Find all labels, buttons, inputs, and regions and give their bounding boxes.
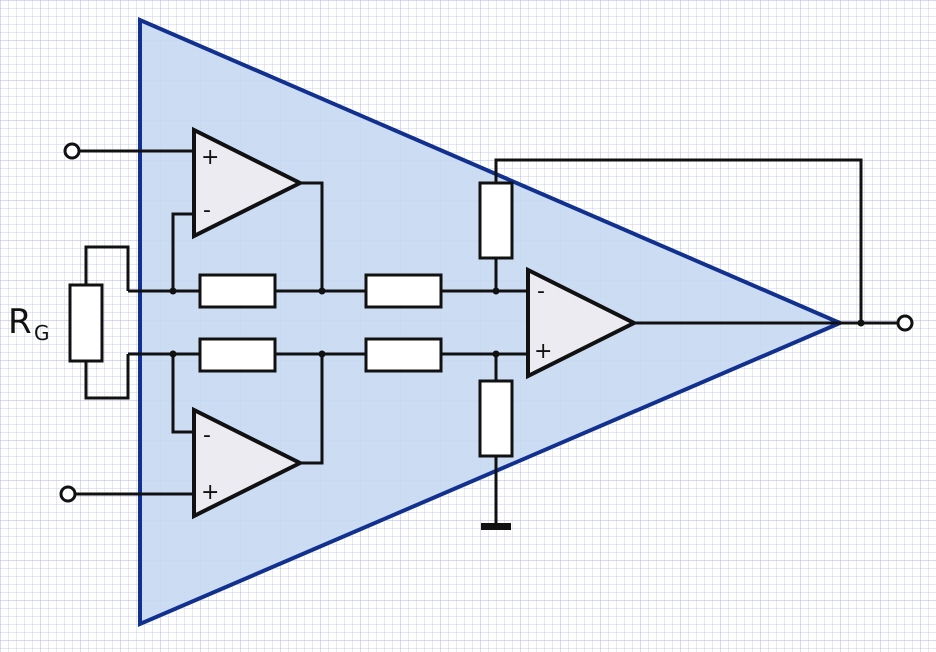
output-terminal bbox=[896, 314, 914, 332]
resistor-r1-upper bbox=[198, 273, 277, 309]
input-terminal-top bbox=[63, 142, 81, 160]
resistor-r2-upper bbox=[364, 273, 443, 309]
junction-dot bbox=[492, 287, 500, 295]
opamp-bottom-plus-sign: + bbox=[201, 480, 219, 505]
junction-dot bbox=[492, 350, 500, 358]
input-terminal-bottom bbox=[59, 485, 77, 503]
ground-symbol bbox=[481, 523, 511, 530]
junction-dot bbox=[169, 350, 177, 358]
opamp-output-minus-sign: - bbox=[537, 279, 545, 304]
resistor-r3-feedback bbox=[478, 181, 514, 260]
resistor-r1-lower bbox=[198, 337, 277, 373]
resistor-r3-ground bbox=[478, 379, 514, 458]
junction-dot bbox=[318, 350, 326, 358]
junction-dot bbox=[318, 287, 326, 295]
opamp-top-plus-sign: + bbox=[201, 145, 219, 170]
wire-top-opamp-output bbox=[300, 181, 324, 291]
rg-label: R bbox=[8, 302, 32, 342]
opamp-output-plus-sign: + bbox=[534, 339, 552, 364]
rg-label-subscript: G bbox=[34, 321, 50, 345]
resistor-r2-lower bbox=[364, 337, 443, 373]
wire-rg-bottom bbox=[84, 354, 130, 400]
resistor-rg bbox=[68, 283, 104, 363]
wire-bottom-opamp-output bbox=[300, 354, 324, 465]
opamp-top-minus-sign: - bbox=[203, 198, 211, 223]
opamp-bottom-minus-sign: - bbox=[203, 423, 211, 448]
opamp-bottom: - + bbox=[192, 406, 305, 520]
opamp-output: - + bbox=[526, 266, 639, 380]
wire-top-opamp-minus bbox=[171, 212, 194, 291]
wire-bottom-opamp-minus bbox=[171, 354, 194, 434]
wire-rg-top bbox=[84, 245, 130, 291]
junction-dot bbox=[857, 319, 865, 327]
junction-dot bbox=[169, 287, 177, 295]
opamp-top: + - bbox=[192, 126, 305, 240]
amplifier-triangle bbox=[138, 16, 846, 628]
